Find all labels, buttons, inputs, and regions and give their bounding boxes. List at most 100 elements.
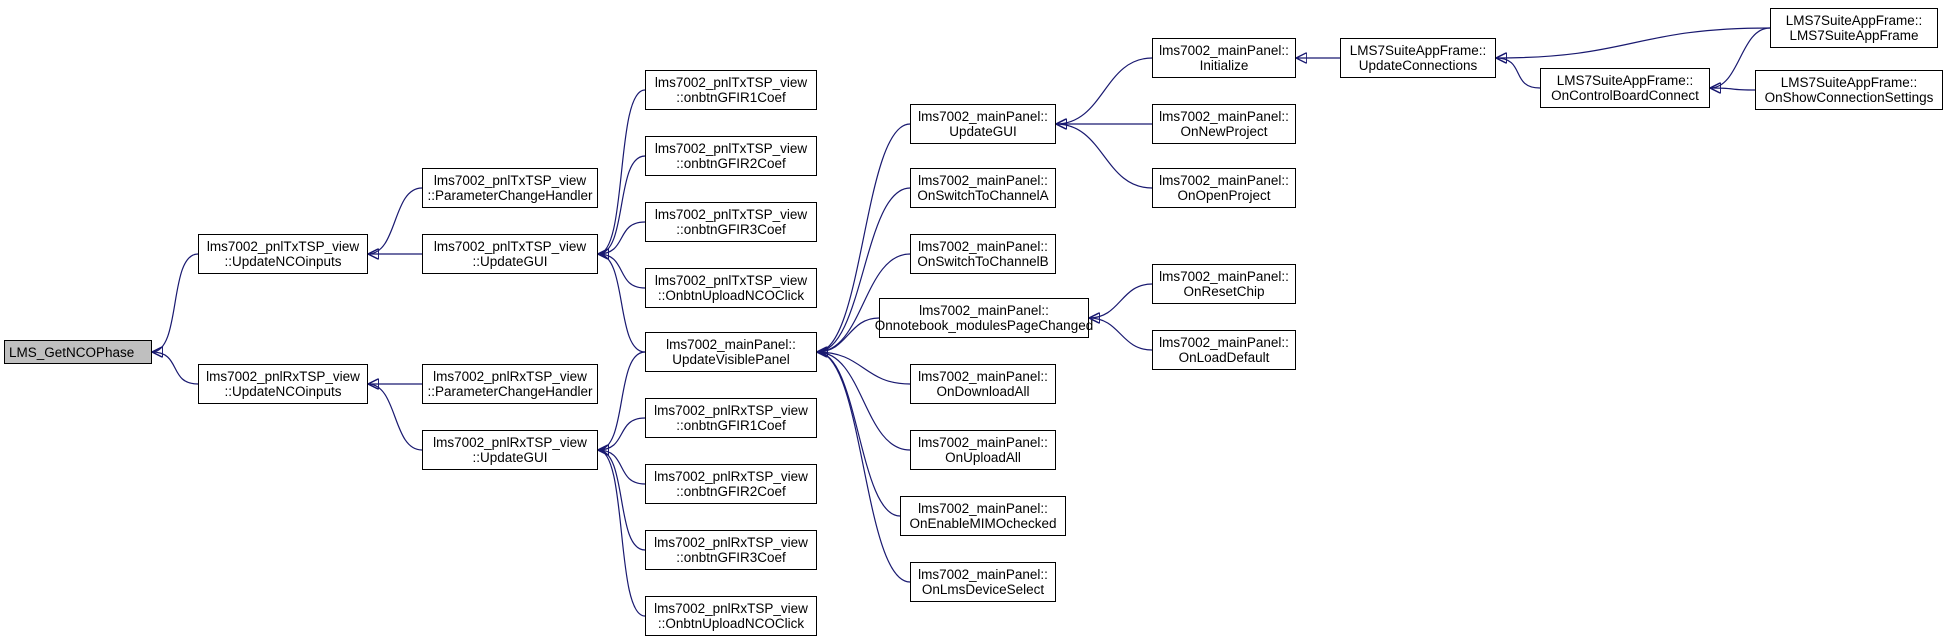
node-label-line: lms7002_pnlTxTSP_view (206, 239, 360, 254)
graph-node-tx-fir2[interactable]: lms7002_pnlTxTSP_view::onbtnGFIR2Coef (645, 136, 817, 176)
graph-node-mp-init[interactable]: lms7002_mainPanel::Initialize (1152, 38, 1296, 78)
node-label-line: lms7002_mainPanel:: (1159, 109, 1289, 124)
node-label-line: OnControlBoardConnect (1551, 88, 1699, 103)
edge-app-ctor-to-app-uc (1496, 27, 1771, 58)
graph-node-tx-upl[interactable]: lms7002_pnlTxTSP_view::OnbtnUploadNCOCli… (645, 268, 817, 308)
node-label-line: OnLoadDefault (1178, 350, 1270, 365)
edge-mp-gui-to-mp-uvp (817, 123, 911, 352)
node-label-line: ::UpdateNCOinputs (224, 254, 342, 269)
node-label-line: lms7002_pnlTxTSP_view (433, 173, 587, 188)
edge-app-scs-to-app-cbc (1710, 88, 1756, 90)
node-label-line: lms7002_mainPanel:: (919, 303, 1049, 318)
node-label-line: lms7002_pnlTxTSP_view (654, 207, 808, 222)
node-label-line: ::ParameterChangeHandler (427, 384, 593, 399)
node-label-line: lms7002_pnlRxTSP_view (433, 369, 587, 384)
node-label-line: LMS_GetNCOPhase (9, 344, 135, 360)
node-label-line: ::UpdateGUI (472, 450, 548, 465)
node-label-line: OnSwitchToChannelA (917, 188, 1049, 203)
node-label-line: OnOpenProject (1177, 188, 1271, 203)
edge-mp-load-to-mp-nb (1089, 318, 1153, 351)
node-label-line: OnNewProject (1180, 124, 1268, 139)
edge-mp-uvp-to-tx-gui (597, 254, 646, 353)
node-label-line: lms7002_pnlRxTSP_view (654, 469, 808, 484)
graph-node-mp-mimo[interactable]: lms7002_mainPanel::OnEnableMIMOchecked (900, 496, 1066, 536)
graph-node-tx-pch[interactable]: lms7002_pnlTxTSP_view::ParameterChangeHa… (422, 168, 598, 208)
graph-node-mp-newp[interactable]: lms7002_mainPanel::OnNewProject (1152, 104, 1296, 144)
node-label-line: LMS7SuiteAppFrame (1789, 28, 1919, 43)
node-label-line: lms7002_mainPanel:: (1159, 335, 1289, 350)
node-label-line: lms7002_mainPanel:: (918, 239, 1048, 254)
node-label-line: lms7002_pnlTxTSP_view (654, 273, 808, 288)
node-label-line: ::onbtnGFIR1Coef (676, 418, 786, 433)
edge-mp-mimo-to-mp-uvp (816, 352, 901, 517)
graph-node-mp-openp[interactable]: lms7002_mainPanel::OnOpenProject (1152, 168, 1296, 208)
node-label-line: ::ParameterChangeHandler (427, 188, 593, 203)
edge-tx-ncoin-to-root (151, 253, 199, 352)
edge-tx-pch-to-tx-ncoin (367, 187, 423, 254)
graph-node-mp-dl[interactable]: lms7002_mainPanel::OnDownloadAll (910, 364, 1056, 404)
node-label-line: lms7002_mainPanel:: (918, 369, 1048, 384)
node-label-line: lms7002_pnlTxTSP_view (433, 239, 587, 254)
node-label-line: Onnotebook_modulesPageChanged (874, 318, 1094, 333)
node-label-line: lms7002_pnlTxTSP_view (654, 75, 808, 90)
graph-node-rx-fir3[interactable]: lms7002_pnlRxTSP_view::onbtnGFIR3Coef (645, 530, 817, 570)
node-label-line: ::OnbtnUploadNCOClick (657, 288, 805, 303)
graph-node-app-scs[interactable]: LMS7SuiteAppFrame::OnShowConnectionSetti… (1755, 70, 1943, 110)
graph-node-rx-fir2[interactable]: lms7002_pnlRxTSP_view::onbtnGFIR2Coef (645, 464, 817, 504)
graph-node-mp-gui[interactable]: lms7002_mainPanel::UpdateGUI (910, 104, 1056, 144)
edge-tx-fir1-to-tx-gui (597, 89, 646, 254)
graph-node-tx-ncoin[interactable]: lms7002_pnlTxTSP_view::UpdateNCOinputs (198, 234, 368, 274)
edge-mp-lms-to-mp-uvp (817, 352, 911, 583)
node-label-line: lms7002_mainPanel:: (1159, 173, 1289, 188)
graph-node-rx-pch[interactable]: lms7002_pnlRxTSP_view::ParameterChangeHa… (422, 364, 598, 404)
node-label-line: lms7002_mainPanel:: (1159, 43, 1289, 58)
edge-tx-upl-to-tx-gui (598, 254, 646, 289)
graph-node-rx-upl[interactable]: lms7002_pnlRxTSP_view::OnbtnUploadNCOCli… (645, 596, 817, 636)
graph-node-mp-uvp[interactable]: lms7002_mainPanel::UpdateVisiblePanel (645, 332, 817, 372)
node-label-line: ::onbtnGFIR1Coef (676, 90, 786, 105)
edge-rx-upl-to-rx-gui (597, 450, 646, 617)
graph-node-mp-cha[interactable]: lms7002_mainPanel::OnSwitchToChannelA (910, 168, 1056, 208)
node-label-line: OnDownloadAll (936, 384, 1030, 399)
graph-node-rx-fir1[interactable]: lms7002_pnlRxTSP_view::onbtnGFIR1Coef (645, 398, 817, 438)
graph-node-root: LMS_GetNCOPhase (4, 340, 152, 364)
node-label-line: lms7002_pnlRxTSP_view (654, 403, 808, 418)
edge-mp-init-to-mp-gui (1056, 57, 1153, 124)
node-label-line: lms7002_mainPanel:: (918, 109, 1048, 124)
graph-node-mp-chb[interactable]: lms7002_mainPanel::OnSwitchToChannelB (910, 234, 1056, 274)
edge-mp-reset-to-mp-nb (1089, 283, 1153, 318)
graph-node-mp-nb[interactable]: lms7002_mainPanel::Onnotebook_modulesPag… (875, 298, 1093, 338)
node-label-line: Initialize (1199, 58, 1249, 73)
graph-node-rx-gui[interactable]: lms7002_pnlRxTSP_view::UpdateGUI (422, 430, 598, 470)
node-label-line: lms7002_mainPanel:: (918, 501, 1048, 516)
node-label-line: OnResetChip (1183, 284, 1265, 299)
graph-node-mp-load[interactable]: lms7002_mainPanel::OnLoadDefault (1152, 330, 1296, 370)
graph-node-tx-gui[interactable]: lms7002_pnlTxTSP_view::UpdateGUI (422, 234, 598, 274)
edge-mp-uvp-to-rx-gui (597, 351, 646, 450)
node-label-line: ::onbtnGFIR3Coef (676, 550, 786, 565)
node-label-line: LMS7SuiteAppFrame:: (1556, 73, 1694, 88)
node-label-line: LMS7SuiteAppFrame:: (1780, 75, 1918, 90)
node-label-line: LMS7SuiteAppFrame:: (1349, 43, 1487, 58)
graph-node-app-ctor[interactable]: LMS7SuiteAppFrame::LMS7SuiteAppFrame (1770, 8, 1938, 48)
graph-node-mp-lms[interactable]: lms7002_mainPanel::OnLmsDeviceSelect (910, 562, 1056, 602)
graph-node-tx-fir1[interactable]: lms7002_pnlTxTSP_view::onbtnGFIR1Coef (645, 70, 817, 110)
graph-node-mp-reset[interactable]: lms7002_mainPanel::OnResetChip (1152, 264, 1296, 304)
node-label-line: ::UpdateGUI (472, 254, 548, 269)
edge-rx-ncoin-to-root (152, 352, 199, 385)
node-label-line: lms7002_pnlTxTSP_view (654, 141, 808, 156)
edge-mp-chb-to-mp-uvp (817, 253, 911, 352)
edge-rx-fir2-to-rx-gui (598, 450, 646, 485)
graph-node-app-uc[interactable]: LMS7SuiteAppFrame::UpdateConnections (1340, 38, 1496, 78)
graph-node-tx-fir3[interactable]: lms7002_pnlTxTSP_view::onbtnGFIR3Coef (645, 202, 817, 242)
node-label-line: OnSwitchToChannelB (917, 254, 1049, 269)
graph-node-mp-ul[interactable]: lms7002_mainPanel::OnUploadAll (910, 430, 1056, 470)
node-label-line: lms7002_mainPanel:: (918, 435, 1048, 450)
graph-node-rx-ncoin[interactable]: lms7002_pnlRxTSP_view::UpdateNCOinputs (198, 364, 368, 404)
graph-node-app-cbc[interactable]: LMS7SuiteAppFrame::OnControlBoardConnect (1540, 68, 1710, 108)
node-label-line: lms7002_mainPanel:: (918, 173, 1048, 188)
node-label-line: ::onbtnGFIR2Coef (676, 156, 786, 171)
node-label-line: UpdateGUI (949, 124, 1017, 139)
edge-mp-dl-to-mp-uvp (817, 352, 911, 385)
